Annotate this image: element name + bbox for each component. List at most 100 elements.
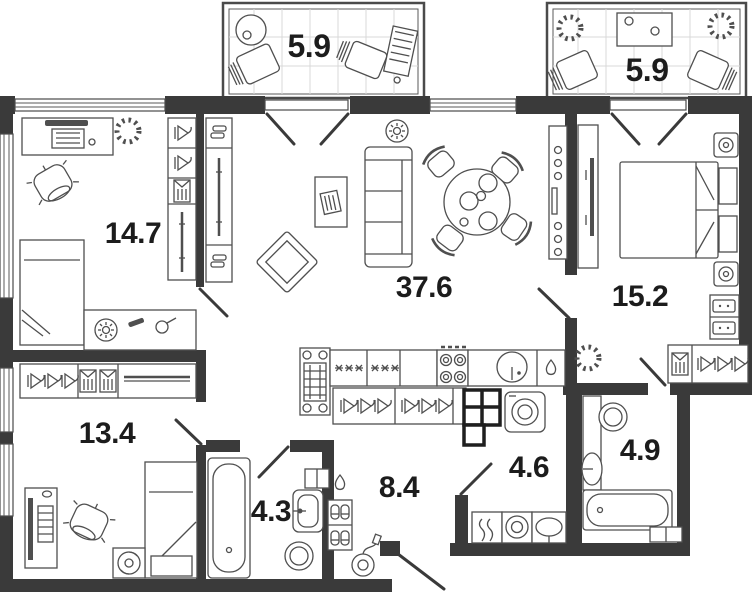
entrance-door-leaf — [396, 552, 446, 591]
balcony-left-chair-2 — [336, 40, 388, 80]
room-label-master-bedroom: 15.2 — [612, 280, 668, 313]
wc-washing-machine — [504, 391, 546, 433]
room-living-kitchen: 37.6 — [256, 119, 568, 416]
room-label-study: 14.7 — [105, 217, 161, 250]
room-balcony-right: 5.9 — [545, 1, 748, 100]
bathroom-door-leaf — [257, 445, 290, 479]
balcony-door-left-sill — [264, 99, 349, 111]
balcony-door-right-sill — [609, 99, 687, 111]
kids-office-chair — [60, 493, 119, 548]
balcony-door-left-leaf-2 — [319, 112, 350, 146]
room-label-living: 37.6 — [396, 271, 452, 304]
ensuite-shelf — [649, 526, 683, 543]
bedroom-nightstand-1 — [718, 167, 738, 205]
bedroom-wardrobe — [667, 344, 749, 384]
hall-shoe-shelf — [327, 499, 353, 551]
balcony-right-chair-2 — [686, 50, 738, 91]
bathroom-washbasin — [292, 489, 324, 533]
room-wc-laundry: 4.6 — [462, 388, 567, 544]
window-top-left — [14, 98, 166, 112]
balcony-left-chair-1 — [227, 43, 280, 86]
hall-vacuum-cleaner — [351, 533, 383, 577]
study-wardrobe-column — [167, 117, 197, 281]
drawer-icon — [712, 321, 736, 335]
study-bed — [19, 239, 85, 346]
study-desk — [21, 117, 114, 156]
kids-wardrobe-row — [19, 363, 197, 399]
room-study-bedroom: 14.7 — [19, 117, 233, 351]
hall-coat-rack — [332, 387, 467, 425]
study-ceiling-spot-icon — [94, 318, 118, 342]
dining-chair-1 — [419, 142, 460, 182]
bathroom-cabinet — [304, 468, 330, 489]
living-tv-cabinet — [314, 176, 348, 228]
living-shelf-speakers — [548, 125, 568, 260]
room-label-hallway: 8.4 — [379, 471, 420, 504]
bedroom-double-bed — [619, 161, 719, 259]
doors — [174, 112, 688, 591]
master-bedroom-door-leaf — [537, 287, 571, 320]
kids-desk — [24, 487, 58, 569]
ensuite-toilet — [598, 402, 628, 432]
bedroom-sconce-2 — [713, 261, 739, 287]
balcony-door-right-leaf-1 — [610, 112, 641, 146]
bedroom-plant-icon — [577, 347, 599, 369]
ensuite-door-leaf — [639, 357, 667, 387]
balcony-right-chair-1 — [547, 50, 599, 91]
room-label-bathroom: 4.3 — [251, 495, 291, 528]
wc-washbasin — [531, 511, 567, 544]
room-label-kids: 13.4 — [79, 417, 136, 450]
balcony-left-round-table — [235, 14, 267, 46]
study-office-chair — [22, 153, 83, 210]
room-bathroom: 4.3 — [207, 457, 330, 579]
balcony-door-left-leaf-1 — [265, 112, 296, 146]
ensuite-washbasin — [581, 452, 603, 486]
windows — [0, 98, 687, 517]
bedroom-sconce-1 — [713, 132, 739, 158]
balcony-left-storage-box — [382, 25, 419, 84]
living-dining-table — [443, 168, 511, 236]
wc-dryer — [501, 511, 533, 544]
room-label-balcony-left: 5.9 — [288, 28, 331, 64]
living-armchair — [256, 231, 318, 293]
kids-nightstand-fan — [112, 547, 146, 579]
room-hallway: 8.4 — [327, 387, 467, 577]
bedroom-nightstand-2 — [718, 215, 738, 253]
folded-clothes-icon — [671, 352, 689, 376]
wc-water-heater — [471, 511, 503, 544]
wc-door-leaf — [459, 462, 493, 496]
living-ceiling-light-icon — [385, 119, 409, 143]
room-label-wc: 4.6 — [509, 451, 549, 484]
kids-bed — [144, 461, 198, 579]
kids-room-door-leaf — [174, 418, 203, 446]
room-master-bedroom: 15.2 — [577, 124, 749, 384]
ensuite-bathtub — [582, 489, 673, 531]
room-balcony-left: 5.9 — [221, 1, 426, 100]
folded-clothes-icon — [99, 369, 117, 393]
window-left-1 — [0, 133, 14, 299]
bathroom-toilet — [284, 541, 314, 571]
vent-shaft — [462, 388, 502, 447]
kitchen-sink — [467, 349, 566, 387]
room-label-ensuite: 4.9 — [620, 434, 660, 467]
window-top-center — [429, 98, 517, 112]
living-shelf-column — [205, 117, 233, 283]
study-door-leaf — [198, 287, 229, 318]
living-sofa — [364, 146, 413, 268]
room-label-balcony-right: 5.9 — [626, 52, 669, 88]
room-ensuite: 4.9 — [581, 395, 683, 543]
folded-clothes-icon — [79, 369, 97, 393]
window-left-3 — [0, 443, 14, 517]
study-dresser — [83, 309, 197, 351]
walls — [0, 96, 752, 592]
window-left-2 — [0, 367, 14, 433]
kitchen-counter — [329, 349, 438, 387]
bedroom-tv-console — [577, 124, 599, 269]
kitchen-pantry-cabinet — [299, 347, 331, 416]
room-kids: 13.4 — [19, 363, 198, 579]
balcony-door-right-leaf-2 — [657, 112, 688, 146]
kitchen-stove — [436, 345, 469, 387]
folded-clothes-icon — [173, 179, 191, 203]
